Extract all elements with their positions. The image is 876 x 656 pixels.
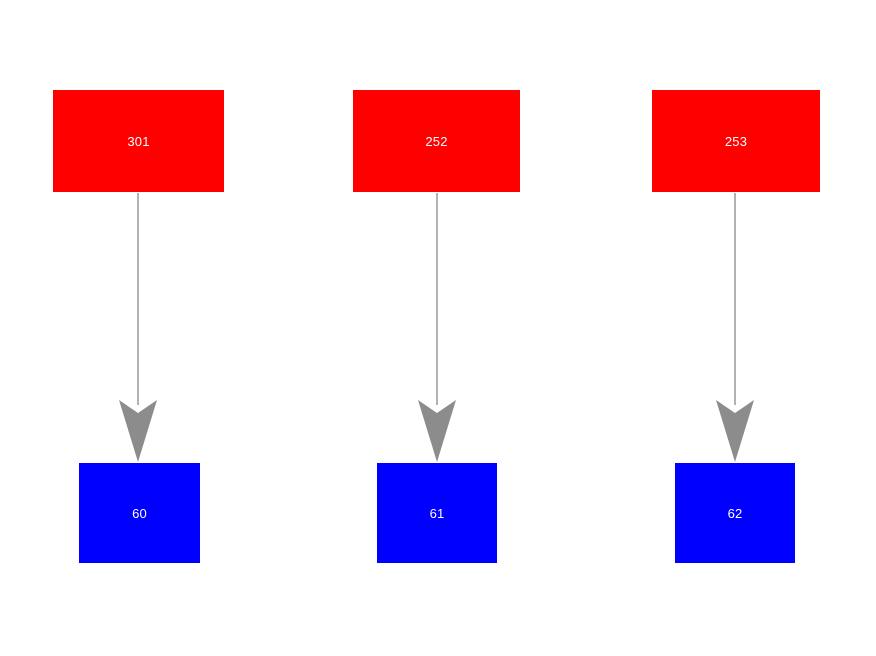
node-label: 62 <box>727 505 743 521</box>
node-61[interactable]: 61 <box>377 463 497 563</box>
node-label: 253 <box>724 133 748 149</box>
edge-arrowhead-icon <box>418 400 456 462</box>
node-label: 61 <box>429 505 445 521</box>
node-60[interactable]: 60 <box>79 463 200 563</box>
edge-arrowhead-icon <box>119 400 157 462</box>
node-252[interactable]: 252 <box>353 90 520 192</box>
edge-301-to-60 <box>119 193 157 462</box>
edge-arrowhead-icon <box>716 400 754 462</box>
node-label: 60 <box>132 505 147 521</box>
node-label: 252 <box>425 133 448 149</box>
node-301[interactable]: 301 <box>53 90 224 192</box>
node-62[interactable]: 62 <box>675 463 795 563</box>
edge-252-to-61 <box>418 193 456 462</box>
node-label: 301 <box>127 133 150 149</box>
node-253[interactable]: 253 <box>652 90 820 192</box>
edge-253-to-62 <box>716 193 754 462</box>
